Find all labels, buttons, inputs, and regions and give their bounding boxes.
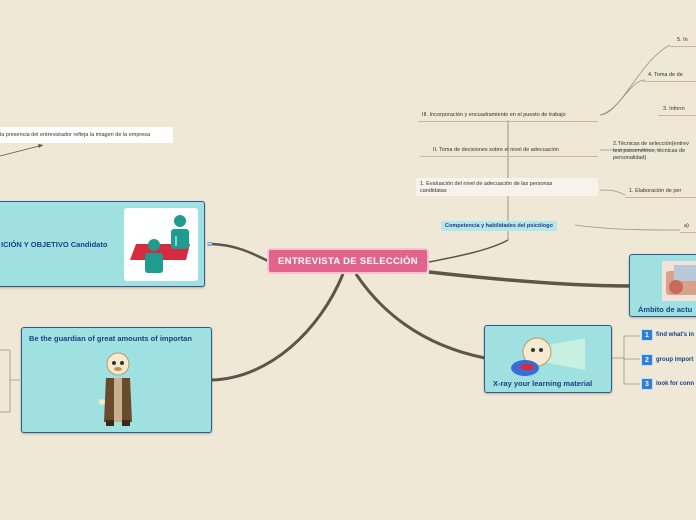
branch-to-guardian-card [212,274,343,380]
central-topic[interactable]: ENTREVISTA DE SELECCIÓN [267,248,429,274]
objective-card[interactable]: ICIÓN Y OBJETIVO Candidato [0,201,205,287]
step-i-line2: candidatas [420,188,447,195]
step-iii-text: III. Incorporación y encuadramiento en e… [422,112,566,119]
note-text: la presencia del entrevistador refleja l… [0,132,150,139]
right-item-4: 4. Toma de de [648,72,683,79]
step-ii-text: II. Toma de decisiones sobre el nivel de… [433,147,559,154]
right-item-2-line2: test psicométrico, técnicas de [613,148,685,155]
ambito-card-title: Ámbito de actu [638,305,692,314]
step-1-badge: 1 [641,329,653,341]
step-2-badge: 2 [641,354,653,366]
ambito-illustration [662,261,696,301]
step-1-label[interactable]: find what's in [656,332,694,338]
right-item-2-line1: 2.Técnicas de selección(entrev [613,141,689,148]
guardian-illustration [98,352,138,428]
ambito-card[interactable]: Ámbito de actu [629,254,696,317]
central-topic-label: ENTREVISTA DE SELECCIÓN [278,256,418,267]
branch-to-ambito-card [429,272,630,286]
list-icon[interactable]: ≡ [207,239,212,249]
right-item-5: 5. In [677,37,688,44]
competencia-pill[interactable]: Competencia y habilidades del psicólogo [441,221,557,231]
note-arrow [0,145,43,156]
right-item-2-line3: personalidad) [613,155,646,162]
xray-card-title: X-ray your learning material [493,379,592,388]
note-box[interactable]: la presencia del entrevistador refleja l… [0,127,173,143]
step-3-badge: 3 [641,378,653,390]
branch-to-xray-card [356,274,485,358]
objective-card-title: ICIÓN Y OBJETIVO Candidato [1,240,107,249]
guardian-card-title: Be the guardian of great amounts of impo… [29,334,199,343]
guardian-card[interactable]: Be the guardian of great amounts of impo… [21,327,212,433]
interview-icon [124,208,198,281]
xray-illustration [511,334,587,378]
branch-to-left-card [212,244,268,261]
right-item-3: 3. Inform [663,106,685,113]
step-2-label[interactable]: group import [656,357,693,363]
right-item-1: 1. Elaboración de per [629,188,681,195]
right-item-a: a) [684,223,689,230]
step-i-box[interactable]: 1. Evaluación del nivel de adecuación de… [416,178,598,196]
branch-to-upper-center [429,240,508,262]
step-i-line1: 1. Evaluación del nivel de adecuación de… [420,181,552,188]
step-3-label[interactable]: look for conn [656,381,694,387]
xray-card[interactable]: X-ray your learning material [484,325,612,393]
